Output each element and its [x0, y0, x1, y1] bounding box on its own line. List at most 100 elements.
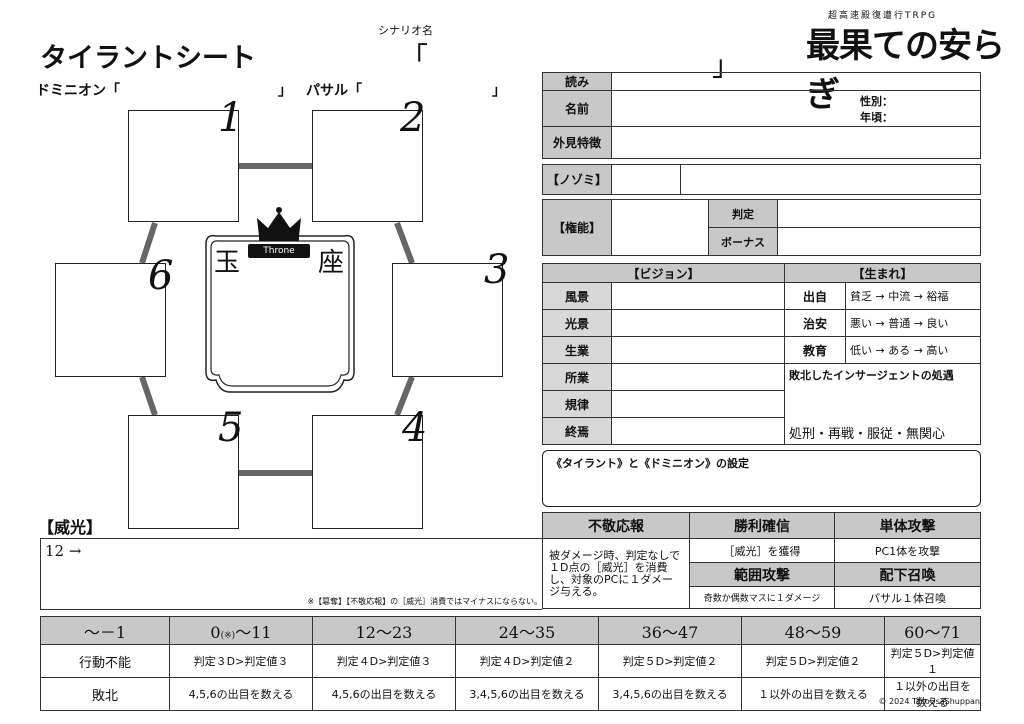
nozomi-field-2[interactable]: [680, 164, 981, 195]
level-header: 24～35: [455, 616, 599, 645]
judge-field[interactable]: [777, 199, 981, 228]
vision-field[interactable]: [611, 363, 785, 391]
vision-birth-table: 【ビジョン】 【生まれ】 風景 出自貧乏 → 中流 → 裕福 光景 治安悪い →…: [542, 263, 981, 445]
vision-field[interactable]: [611, 336, 785, 364]
treatment-cell[interactable]: 敗北したインサージェントの処遇 処刑・再戦・服従・無関心: [784, 363, 981, 445]
level-cell: 判定５D>判定値２: [741, 644, 885, 678]
name-label: 名前: [542, 90, 612, 127]
slot-3[interactable]: [392, 263, 503, 377]
ability-field[interactable]: [611, 199, 709, 256]
copyright: © 2024 TacoUsaShuppan: [878, 697, 980, 706]
row-label-incapacitated: 行動不能: [40, 644, 170, 678]
prestige-level-table: ～－1 0(※)～11 12～23 24～35 36～47 48～59 60～7…: [40, 616, 981, 711]
scenario-label: シナリオ名: [378, 24, 433, 37]
prestige-header: 【威光】: [38, 518, 103, 537]
level-header: 12～23: [312, 616, 456, 645]
scenario-bracket-open: 「: [400, 41, 429, 74]
pasal-label: パサル「: [306, 83, 362, 99]
name-field[interactable]: 性別： 年頃：: [611, 90, 981, 127]
level-cell: 3,4,5,6の出目を数える: [455, 677, 599, 711]
irreverence-title: 不敬応報: [542, 512, 690, 539]
appearance-label: 外見特徴: [542, 126, 612, 159]
level-header: 48～59: [741, 616, 885, 645]
level-header: ～－1: [40, 616, 170, 645]
slot-number-6: 6: [148, 253, 174, 299]
vision-field[interactable]: [611, 390, 785, 418]
gender-label: 性別：: [860, 95, 893, 108]
reading-label: 読み: [542, 72, 612, 91]
crown-icon: [257, 207, 301, 241]
dominion-label: ドミニオン「: [36, 83, 120, 99]
logo-subtitle: 超高速殿復遭行TRPG: [828, 11, 938, 21]
vision-row-label: 規律: [542, 390, 612, 418]
throne-char-right: 座: [318, 248, 345, 278]
vision-field[interactable]: [611, 282, 785, 310]
area-desc: 奇数か偶数マスに１ダメージ: [689, 586, 835, 609]
appearance-field[interactable]: [611, 126, 981, 159]
vision-row-label: 生業: [542, 336, 612, 364]
level-cell: 判定５D>判定値１: [884, 644, 981, 678]
level-header: 60～71: [884, 616, 981, 645]
vision-row-label: 光景: [542, 309, 612, 337]
birth-row-label: 治安: [784, 309, 846, 337]
birth-row-label: 教育: [784, 336, 846, 364]
level-cell: 判定３D>判定値３: [169, 644, 313, 678]
slot-5[interactable]: [128, 415, 239, 529]
vision-row-label: 所業: [542, 363, 612, 391]
level-header: 36～47: [598, 616, 742, 645]
level-header-zero: 0: [210, 622, 221, 642]
slot-1[interactable]: [128, 110, 239, 222]
level-cell: 判定４D>判定値３: [312, 644, 456, 678]
bonus-field[interactable]: [777, 227, 981, 256]
summon-title: 配下召喚: [834, 562, 981, 587]
slot-number-5: 5: [218, 405, 244, 451]
bonus-label: ボーナス: [708, 227, 778, 256]
single-desc: PC1体を攻撃: [834, 538, 981, 563]
nozomi-field-1[interactable]: [611, 164, 681, 195]
setting-label: 《タイラント》と《ドミニオン》の設定: [551, 457, 749, 470]
victory-desc: ［威光］を獲得: [689, 538, 835, 563]
nozomi-label: 【ノゾミ】: [542, 164, 612, 195]
slot-6[interactable]: [55, 263, 166, 377]
level-cell: 4,5,6の出目を数える: [312, 677, 456, 711]
prestige-value: 12 →: [45, 542, 82, 560]
actions-table: 不敬応報 勝利確信 単体攻撃 被ダメージ時、判定なしで１D点の［威光］を消費し、…: [542, 512, 981, 609]
birth-row-label: 出自: [784, 282, 846, 310]
profile-table: 読み 名前 性別： 年頃： 外見特徴: [542, 72, 981, 159]
prestige-box[interactable]: 12 → ※【簒奪】【不敬応報】の［威光］消費ではマイナスにならない。: [40, 538, 542, 610]
vision-field[interactable]: [611, 417, 785, 445]
treatment-label: 敗北したインサージェントの処遇: [789, 369, 954, 382]
slot-2[interactable]: [312, 110, 423, 222]
level-header: 0(※)～11: [169, 616, 313, 645]
vision-row-label: 終焉: [542, 417, 612, 445]
board-connectors: [139, 163, 415, 476]
birth-row-value[interactable]: 悪い → 普通 → 良い: [845, 309, 981, 337]
vision-header: 【ビジョン】: [542, 263, 785, 283]
victory-title: 勝利確信: [689, 512, 835, 539]
birth-row-value[interactable]: 貧乏 → 中流 → 裕福: [845, 282, 981, 310]
dominion-close: 」: [278, 83, 292, 99]
area-title: 範囲攻撃: [689, 562, 835, 587]
throne-frame: [205, 234, 355, 393]
throne-ribbon: Throne: [248, 244, 310, 258]
setting-box[interactable]: 《タイラント》と《ドミニオン》の設定: [542, 450, 981, 507]
pasal-close: 」: [492, 83, 506, 99]
reading-field[interactable]: [611, 72, 981, 91]
prestige-note: ※【簒奪】【不敬応報】の［威光］消費ではマイナスにならない。: [307, 597, 542, 606]
ability-table: 【権能】 判定 ボーナス: [542, 199, 981, 256]
summon-desc: パサル１体召喚: [834, 586, 981, 609]
slot-4[interactable]: [312, 415, 423, 529]
vision-field[interactable]: [611, 309, 785, 337]
irreverence-desc: 被ダメージ時、判定なしで１D点の［威光］を消費し、対象のPCに１ダメージ与える。: [542, 538, 690, 609]
treatment-value: 処刑・再戦・服従・無関心: [789, 427, 946, 442]
birth-row-value[interactable]: 低い → ある → 高い: [845, 336, 981, 364]
ability-label: 【権能】: [542, 199, 612, 256]
level-cell: 3,4,5,6の出目を数える: [598, 677, 742, 711]
level-cell: 判定５D>判定値２: [598, 644, 742, 678]
single-title: 単体攻撃: [834, 512, 981, 539]
row-label-defeat: 敗北: [40, 677, 170, 711]
judge-label: 判定: [708, 199, 778, 228]
sheet-title: タイラントシート: [40, 43, 256, 74]
vision-row-label: 風景: [542, 282, 612, 310]
throne-char-left: 玉: [214, 248, 241, 278]
